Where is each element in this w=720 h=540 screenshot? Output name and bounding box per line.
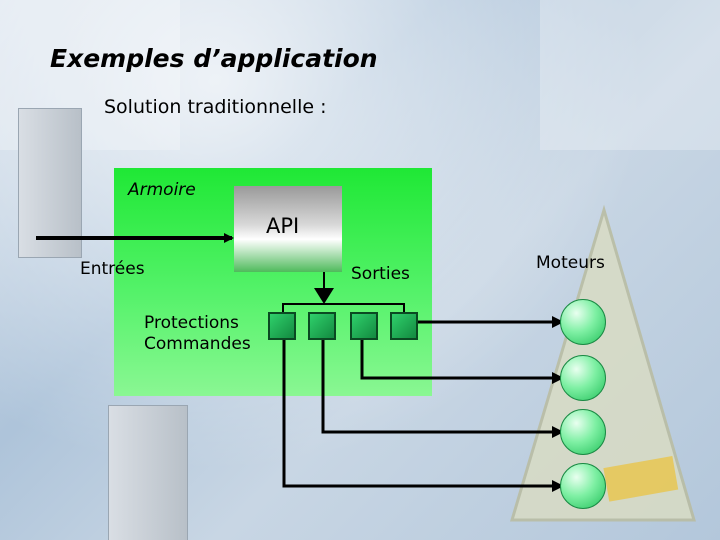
motor-2 [560, 355, 606, 401]
wire-motor-2 [360, 340, 560, 380]
plc-label: API [266, 214, 300, 238]
commands-label: Commandes [144, 334, 251, 354]
wire-motor-2-arrowhead [552, 372, 564, 384]
enclosure-label: Armoire [128, 180, 196, 200]
wire-motor-3 [321, 340, 560, 434]
background-device-image [108, 405, 188, 540]
output-module-3 [350, 312, 378, 340]
slide-subtitle: Solution traditionnelle : [104, 96, 327, 118]
output-module-4 [390, 312, 418, 340]
plc-output-arrowhead [314, 288, 334, 304]
output-bus [282, 303, 405, 312]
plc-box [234, 186, 342, 272]
protections-label: Protections [144, 313, 239, 333]
outputs-label: Sorties [351, 264, 410, 284]
motor-3 [560, 409, 606, 455]
motor-1 [560, 299, 606, 345]
background-tile [540, 0, 720, 150]
wire-motor-4-arrowhead [552, 480, 564, 492]
wire-motor-4 [282, 340, 560, 488]
wire-motor-3-arrowhead [552, 426, 564, 438]
output-module-1 [268, 312, 296, 340]
motors-label: Moteurs [536, 253, 605, 273]
protections-commands-label: Protections Commandes [144, 313, 251, 355]
slide-title: Exemples d’application [50, 44, 378, 73]
background-relay-image [18, 108, 82, 258]
inputs-label: Entrées [80, 259, 145, 279]
output-module-2 [308, 312, 336, 340]
wire-motor-1-arrowhead [552, 316, 564, 328]
motor-4 [560, 463, 606, 509]
